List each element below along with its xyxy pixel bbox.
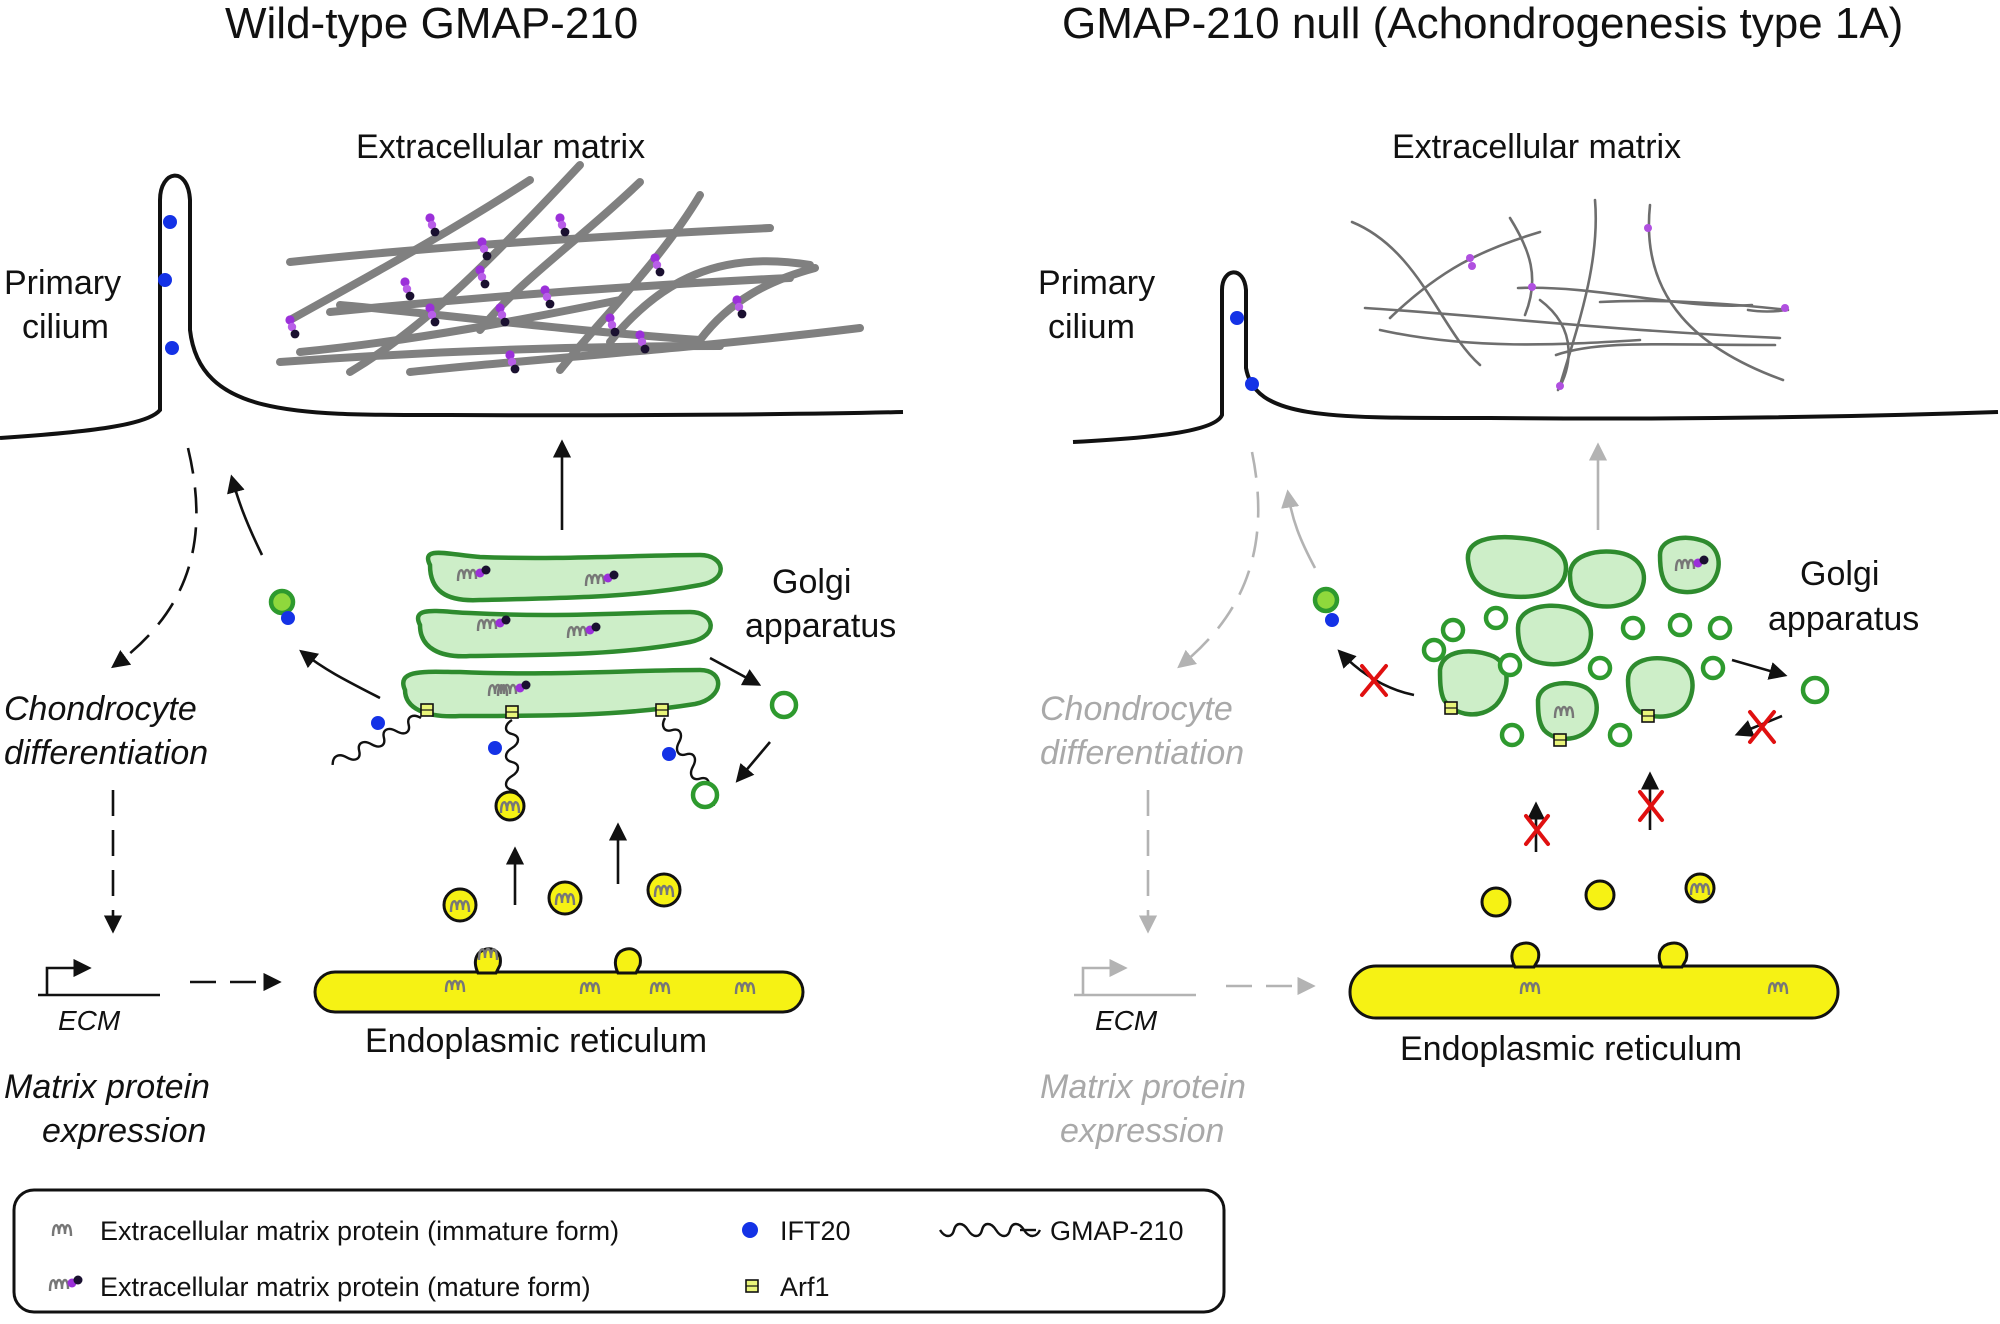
left-promoter-arrow <box>45 958 92 995</box>
left-panel-title: Wild-type GMAP-210 <box>225 0 638 48</box>
ift20-dot <box>371 716 385 730</box>
copii-vesicle <box>1684 872 1716 904</box>
tethered-vesicle <box>494 790 526 822</box>
legend: Extracellular matrix protein (immature f… <box>12 1188 1226 1314</box>
right-expression-label-line2: expression <box>1060 1112 1224 1150</box>
inhibition-cross <box>1360 664 1388 697</box>
right-panel-title: GMAP-210 null (Achondrogenesis type 1A) <box>1062 0 1903 48</box>
right-panel: Extracellular matrix Primary cilium <box>1038 128 1999 1150</box>
right-golgi-label-line1: Golgi <box>1800 555 1879 593</box>
copii-vesicle <box>547 880 583 916</box>
ift20-vesicle <box>268 588 296 616</box>
left-er-label: Endoplasmic reticulum <box>365 1022 707 1060</box>
left-ecm-label: Extracellular matrix <box>356 128 645 166</box>
golgi-to-vesicle-arrow <box>299 649 381 700</box>
ift20-dot <box>662 747 676 761</box>
ift20-dot <box>1230 311 1244 325</box>
ift20-vesicle <box>1312 586 1340 614</box>
left-panel: Extracellular matrix Primary cilium <box>0 128 904 1150</box>
copii-vesicle <box>442 887 478 923</box>
right-fragmented-golgi <box>1437 535 1721 741</box>
left-er-bud <box>614 947 642 975</box>
right-golgi-small-vesicles <box>1421 605 1733 748</box>
left-golgi-label-line1: Golgi <box>772 563 851 601</box>
ift20-dot <box>163 215 177 229</box>
legend-mature: Extracellular matrix protein (mature for… <box>100 1272 591 1302</box>
green-vesicle <box>1800 675 1830 705</box>
left-golgi-label-line2: apparatus <box>745 607 896 645</box>
ift20-dot <box>1245 377 1259 391</box>
left-cilium-label-line1: Primary <box>4 264 121 302</box>
right-er-bud <box>1658 941 1689 969</box>
right-vesicle-to-cilium-arrow <box>1281 489 1317 569</box>
green-vesicle <box>690 780 720 810</box>
ift20-icon <box>742 1222 758 1238</box>
right-er <box>1348 964 1840 1020</box>
right-golgi-label-line2: apparatus <box>1768 600 1919 638</box>
right-er-bud <box>1510 941 1541 969</box>
right-plasma-membrane <box>1072 270 1999 444</box>
legend-immature: Extracellular matrix protein (immature f… <box>100 1216 619 1246</box>
anterograde-arrow <box>709 656 762 686</box>
copii-vesicle <box>1480 886 1512 918</box>
right-cilium-signal-arrow <box>1177 451 1260 669</box>
ift20-dot <box>488 741 502 755</box>
left-chondro-label-line2: differentiation <box>4 734 208 772</box>
legend-box <box>12 1188 1226 1314</box>
left-gene-label: ECM <box>58 1005 121 1036</box>
ift20-dot <box>158 273 172 287</box>
right-promoter-arrow <box>1081 958 1128 995</box>
legend-gmap210: GMAP-210 <box>1050 1216 1184 1246</box>
right-cilium-label-line2: cilium <box>1048 308 1135 346</box>
retrograde-arrow <box>735 741 771 783</box>
right-er-label: Endoplasmic reticulum <box>1400 1030 1742 1068</box>
left-golgi-stack <box>401 550 723 719</box>
right-gene-label: ECM <box>1095 1005 1158 1036</box>
left-expression-label-line2: expression <box>42 1112 206 1150</box>
left-expression-label-line1: Matrix protein <box>4 1068 210 1106</box>
left-plasma-membrane <box>0 173 904 440</box>
left-cilium-label-line2: cilium <box>22 308 109 346</box>
inhibition-cross <box>1748 710 1776 744</box>
legend-ift20: IFT20 <box>780 1216 851 1246</box>
green-vesicle <box>769 690 799 720</box>
left-er-bud <box>474 947 502 975</box>
left-er <box>313 970 805 1014</box>
anterograde-arrow <box>1731 658 1788 680</box>
copii-vesicle <box>646 872 682 908</box>
vesicle-to-cilium-arrow <box>227 474 264 556</box>
left-chondro-label-line1: Chondrocyte <box>4 690 197 728</box>
right-ecm-label: Extracellular matrix <box>1392 128 1681 166</box>
copii-vesicle <box>1584 879 1616 911</box>
right-cilium-label-line1: Primary <box>1038 264 1155 302</box>
legend-arf1: Arf1 <box>780 1272 830 1302</box>
blocked-golgi-to-vesicle-arrow <box>1337 649 1415 697</box>
right-chondro-label-line2: differentiation <box>1040 734 1244 772</box>
left-ecm-fibers <box>276 161 864 376</box>
ift20-dot <box>165 341 179 355</box>
inhibition-cross <box>1524 790 1664 846</box>
right-chondro-label-line1: Chondrocyte <box>1040 690 1233 728</box>
ift20-dot <box>281 611 295 625</box>
right-expression-label-line1: Matrix protein <box>1040 1068 1246 1106</box>
right-ecm-fibers <box>1350 198 1790 392</box>
left-cilium-signal-arrow <box>111 447 198 669</box>
arf1-icon <box>745 1279 759 1293</box>
ift20-dot <box>1325 613 1339 627</box>
